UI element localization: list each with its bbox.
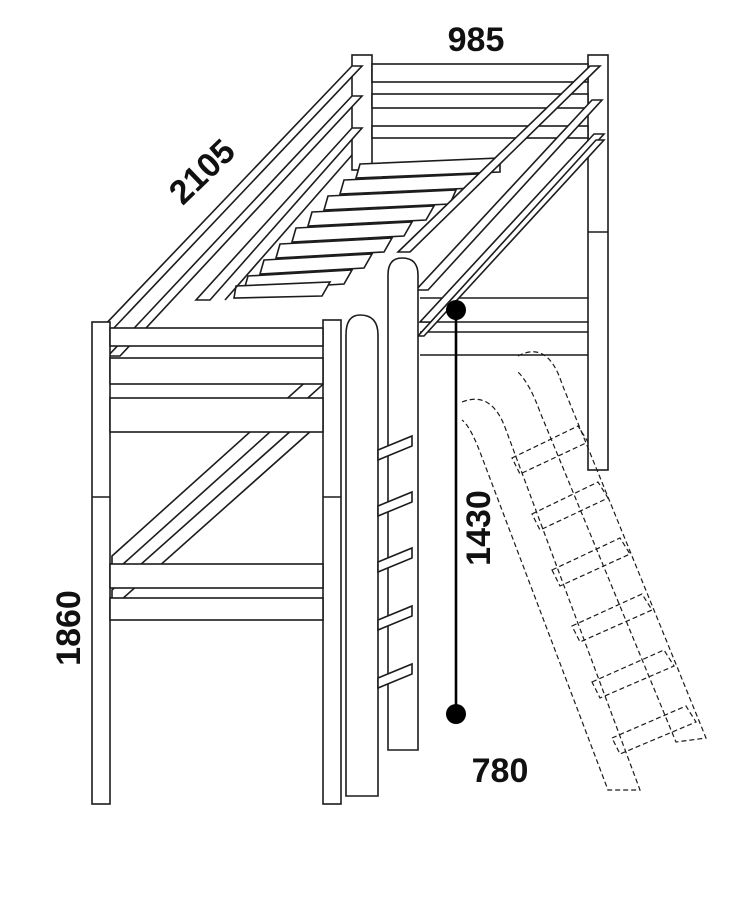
back-right-post xyxy=(587,54,609,471)
alternate-ladder-dashed xyxy=(461,351,707,791)
bed-slats xyxy=(233,157,501,299)
slat xyxy=(258,253,374,275)
slanted-ladder-step xyxy=(611,705,697,755)
right-rail-bottom xyxy=(416,139,606,337)
vertical-ladder xyxy=(345,257,419,797)
left-rail-lower xyxy=(194,127,364,301)
back-end-rail-middle xyxy=(371,93,589,109)
under-beam-upper xyxy=(111,358,331,576)
right-rail-top xyxy=(396,65,602,253)
slanted-ladder-step xyxy=(551,537,631,587)
width-label: 985 xyxy=(448,21,505,59)
ladder-left-rail xyxy=(345,314,379,797)
deck-height-bottom-dot xyxy=(446,704,466,724)
right-rail-middle xyxy=(414,99,604,291)
overall-height-label: 1860 xyxy=(50,590,88,666)
ladder-rung xyxy=(377,604,413,632)
left-guard-rails xyxy=(98,65,364,357)
ladder-rung xyxy=(377,662,413,690)
front-left-post xyxy=(91,321,111,805)
front-end-rail-middle xyxy=(109,357,324,385)
slanted-ladder-right-stringer xyxy=(517,351,707,743)
height-dimension-marker xyxy=(446,300,466,724)
slanted-ladder-step xyxy=(571,593,653,643)
ladder-rung xyxy=(377,546,413,574)
front-end-rail-lower xyxy=(109,397,324,433)
slat xyxy=(274,237,394,259)
ladder-offset-label: 780 xyxy=(472,752,529,790)
front-right-post xyxy=(322,319,342,805)
slanted-ladder-step xyxy=(531,481,609,531)
slat xyxy=(233,281,332,299)
slat xyxy=(354,157,501,179)
back-end-rail-top xyxy=(371,63,589,83)
front-frame xyxy=(91,319,342,805)
deck-height-top-dot xyxy=(446,300,466,320)
front-stretcher-upper xyxy=(109,563,324,589)
front-stretcher-lower xyxy=(109,597,324,621)
slat xyxy=(290,221,414,243)
back-end-rail-lower xyxy=(371,125,589,139)
left-rail-middle xyxy=(106,95,364,357)
slat xyxy=(306,205,436,227)
ladder-rung xyxy=(377,490,413,518)
deck-height-label: 1430 xyxy=(460,490,498,566)
ladder-rung xyxy=(377,434,413,462)
slanted-ladder-step xyxy=(511,425,589,475)
right-guard-rails xyxy=(396,65,606,337)
slanted-ladder-left-stringer xyxy=(461,398,641,791)
front-end-rail-top xyxy=(109,327,324,347)
slanted-ladder-step xyxy=(591,649,675,699)
